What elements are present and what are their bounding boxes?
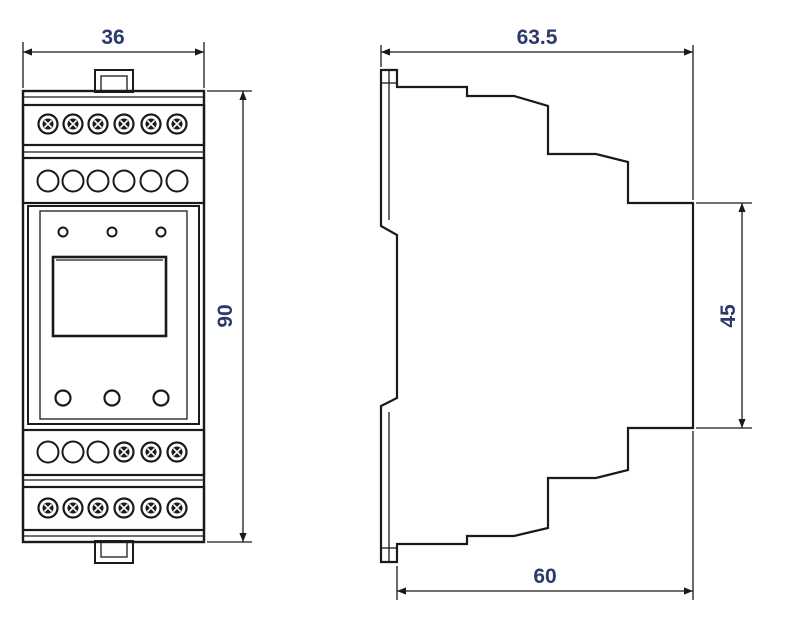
side-view xyxy=(379,68,695,564)
top-din-clip xyxy=(94,69,134,93)
bottom-screw-block xyxy=(21,485,206,532)
wire-entry-hole xyxy=(36,440,60,464)
terminal-screw-icon xyxy=(37,497,59,519)
bottom-wire-entry-block xyxy=(21,428,206,477)
display-window xyxy=(51,255,168,338)
adjustment-knob xyxy=(103,389,121,407)
adjustment-knob xyxy=(54,389,72,407)
terminal-screw-icon xyxy=(166,441,188,463)
dim-front-height-label: 90 xyxy=(214,304,237,327)
terminal-screw-icon xyxy=(140,441,162,463)
front-panel-inner xyxy=(39,210,188,420)
dim-front-width-label: 36 xyxy=(101,26,124,49)
front-panel xyxy=(27,205,200,425)
front-view-components xyxy=(36,113,189,519)
adjustment-knob xyxy=(152,389,170,407)
led-indicator xyxy=(57,226,69,238)
terminal-screw-icon xyxy=(37,113,59,135)
dimension-labels: 36 90 63.5 45 60 xyxy=(101,26,740,588)
terminal-screw-icon xyxy=(62,113,84,135)
top-screw-block xyxy=(21,103,206,147)
led-indicator xyxy=(155,226,167,238)
wire-entry-hole xyxy=(61,440,85,464)
wire-entry-hole xyxy=(86,440,110,464)
terminal-screw-icon xyxy=(113,497,135,519)
front-view xyxy=(21,69,206,564)
wire-entry-hole xyxy=(139,169,163,193)
terminal-screw-icon xyxy=(62,497,84,519)
dimension-lines xyxy=(22,42,752,600)
top-wire-entry-block xyxy=(21,156,206,205)
led-indicator xyxy=(106,226,118,238)
terminal-screw-icon xyxy=(166,113,188,135)
wire-entry-hole xyxy=(86,169,110,193)
terminal-screw-icon xyxy=(113,113,135,135)
terminal-screw-icon xyxy=(166,497,188,519)
terminal-screw-icon xyxy=(87,113,109,135)
terminal-screw-icon xyxy=(140,113,162,135)
terminal-screw-icon xyxy=(140,497,162,519)
wire-entry-hole xyxy=(61,169,85,193)
dim-side-middle-height-label: 45 xyxy=(717,304,740,328)
side-profile-outline xyxy=(379,68,695,564)
terminal-screw-icon xyxy=(113,441,135,463)
wire-entry-hole xyxy=(165,169,189,193)
wire-entry-hole xyxy=(36,169,60,193)
housing-outline xyxy=(21,89,206,544)
bottom-din-clip xyxy=(94,540,134,564)
wire-entry-hole xyxy=(112,169,136,193)
dim-side-depth-top-label: 63.5 xyxy=(517,26,558,49)
terminal-screw-icon xyxy=(87,497,109,519)
dim-side-depth-bottom-label: 60 xyxy=(533,565,556,588)
